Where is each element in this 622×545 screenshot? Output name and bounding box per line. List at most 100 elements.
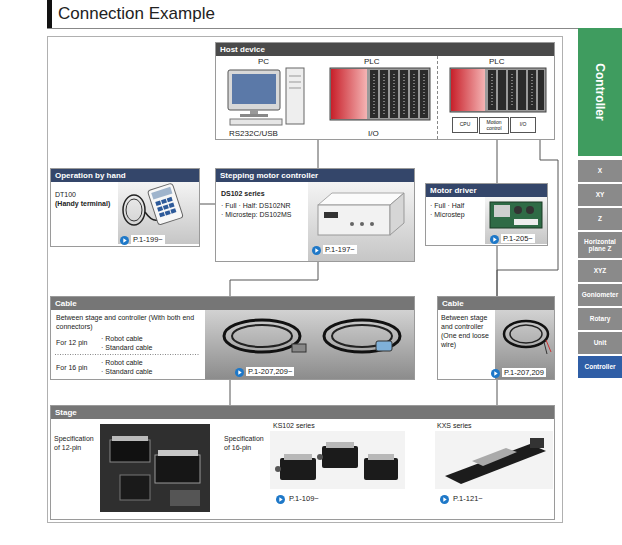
motor-driver-photo <box>494 205 510 217</box>
null <box>163 204 169 209</box>
page-reference-icon <box>493 237 496 241</box>
connector-line <box>318 140 319 168</box>
nav-tab-label: Z <box>598 215 602 223</box>
handy-terminal-photo <box>118 182 199 244</box>
body-text: KXS series <box>437 421 527 430</box>
panel-heading: Stage <box>51 406 554 419</box>
io-module-box: I/O <box>510 117 536 133</box>
cable-photo <box>510 325 542 343</box>
body-text: For 16 pin <box>56 363 101 372</box>
cable-photo <box>292 344 306 352</box>
stage-photo <box>322 446 358 468</box>
plc-illustration <box>404 74 405 114</box>
plc-illustration <box>498 70 506 110</box>
controller-photo <box>318 193 404 205</box>
plc-illustration <box>390 70 398 118</box>
nav-tab: X <box>578 160 622 182</box>
body-text: · Standard cable <box>101 343 201 352</box>
connector-line <box>230 380 231 405</box>
module-label: CPU <box>460 122 471 128</box>
nav-tab-label: XYZ <box>594 267 607 275</box>
nav-tab-label: XY <box>596 191 605 199</box>
stage-photo <box>435 431 553 489</box>
plc-illustration <box>374 74 375 114</box>
plc-illustration <box>451 69 485 111</box>
handy-terminal-photo <box>126 199 142 221</box>
pc-illustration <box>240 114 268 117</box>
panel-heading: Motor driver <box>426 184 547 197</box>
nav-tab-label: Unit <box>594 339 607 347</box>
page-reference-icon <box>494 371 497 375</box>
body-text: · Full · Half: DS102NR <box>221 201 311 210</box>
connector-line <box>230 262 318 296</box>
nav-tab-label: Rotary <box>590 315 611 323</box>
plc-illustration <box>414 74 415 114</box>
plc-illustration <box>518 70 526 110</box>
stage-photo <box>155 455 200 483</box>
device-label: PLC <box>489 57 505 66</box>
cable-photo <box>504 321 548 347</box>
host-divider <box>437 56 438 139</box>
stage-photo <box>317 454 323 460</box>
stage-photo <box>270 431 405 489</box>
null <box>167 197 173 202</box>
panel-heading: Cable <box>51 297 414 310</box>
motor-driver-photo <box>514 206 522 214</box>
body-text: DT100 <box>55 190 115 199</box>
page-reference: P.1-207,209 <box>502 368 546 377</box>
nav-tab: XY <box>578 184 622 206</box>
stage-photo <box>170 490 200 506</box>
page-reference-icon <box>443 497 446 501</box>
pc-illustration <box>228 68 304 125</box>
plc-illustration <box>384 74 385 114</box>
body-text: For 12 pin <box>56 338 101 347</box>
nav-tab-label: Goniometer <box>582 291 618 299</box>
controller-photo <box>308 182 414 261</box>
cable-list-divider <box>55 354 200 355</box>
page-reference-icon <box>235 368 244 377</box>
page-reference-icon <box>123 238 126 242</box>
pc-illustration <box>232 74 276 104</box>
page-reference: P.1-121~ <box>451 494 485 503</box>
motor-driver-photo <box>514 219 538 225</box>
stage-photo <box>364 458 398 480</box>
device-label: RS232C/USB <box>229 129 278 138</box>
plc-illustration <box>492 74 493 106</box>
body-text: Specification of 12-pin <box>54 434 100 452</box>
panel-heading: Stepping motor controller <box>216 169 414 182</box>
cable-photo <box>224 320 300 352</box>
stage-photo <box>435 431 553 489</box>
page-reference-icon <box>440 495 449 504</box>
page-reference-icon <box>120 236 129 245</box>
pc-illustration <box>289 76 301 77</box>
diagram-frame <box>48 37 563 523</box>
nav-tab: Horizontal plane Z <box>578 232 622 258</box>
cable-photo <box>205 310 414 379</box>
plc-illustration <box>538 70 544 110</box>
heading-bar <box>47 0 52 28</box>
cable-photo <box>495 310 554 379</box>
pc-illustration <box>286 68 304 124</box>
cable-photo <box>232 325 292 347</box>
controller-photo <box>370 222 374 226</box>
section-tab-label: Controller <box>593 63 607 120</box>
null <box>155 201 161 206</box>
plc-illustration <box>410 70 418 118</box>
pc-illustration <box>230 119 282 125</box>
cable-panel: CableBetween stage and controller (With … <box>50 296 415 380</box>
hand-terminal-panel: Operation by handDT100(Handy terminal)P.… <box>50 168 200 247</box>
cable-panel: CableBetween stage and controller (One e… <box>437 296 555 380</box>
plc-illustration <box>420 70 428 118</box>
body-text: Between stage and controller (One end lo… <box>441 313 493 349</box>
stage-photo <box>445 444 546 484</box>
plc-illustration <box>450 68 546 112</box>
cable-photo <box>324 320 400 352</box>
host-divider <box>437 56 438 139</box>
module-label: Motion control <box>480 120 508 131</box>
page-reference-icon <box>279 497 282 501</box>
null <box>147 183 183 225</box>
page-reference-icon <box>312 246 321 255</box>
stage-photo <box>158 450 198 456</box>
